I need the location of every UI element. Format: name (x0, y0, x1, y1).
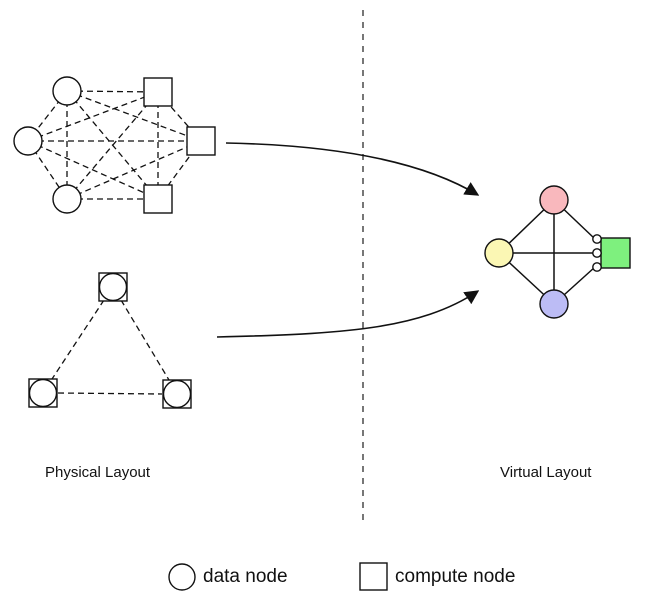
legend-data-node-icon (168, 563, 196, 591)
virtual-data-node (539, 185, 569, 215)
dashed-edge (66, 91, 159, 200)
data-node (52, 76, 82, 106)
dashed-edge (27, 91, 159, 142)
cluster-1 (13, 76, 216, 214)
cluster-2-edges (51, 299, 170, 395)
dashed-edge (66, 90, 202, 142)
port (592, 248, 602, 258)
cluster-2 (28, 272, 192, 409)
compute-node (143, 77, 173, 107)
dashed-edge (66, 90, 159, 93)
dashed-edge (27, 140, 159, 200)
physical-layout-label: Physical Layout (45, 464, 151, 481)
combined-node (28, 378, 58, 408)
virtual-data-node (484, 238, 514, 268)
virtual-layout-label: Virtual Layout (500, 464, 592, 481)
data-node (52, 184, 82, 214)
mapping-arrow (225, 142, 480, 196)
port (592, 262, 602, 272)
legend-data-node-label: data node (203, 566, 288, 587)
combined-node (162, 379, 192, 409)
combined-node (98, 272, 128, 302)
mapping-arrow (216, 290, 480, 338)
compute-node (143, 184, 173, 214)
data-node (13, 126, 43, 156)
virtual-layout (484, 185, 631, 319)
virtual-compute-node (600, 237, 631, 269)
compute-node (186, 126, 216, 156)
dashed-edge (66, 140, 202, 200)
port (592, 234, 602, 244)
legend-compute-node-icon (359, 562, 388, 591)
cluster-1-edges (27, 90, 202, 200)
legend-compute-node-label: compute node (395, 566, 516, 587)
virtual-data-node (539, 289, 569, 319)
